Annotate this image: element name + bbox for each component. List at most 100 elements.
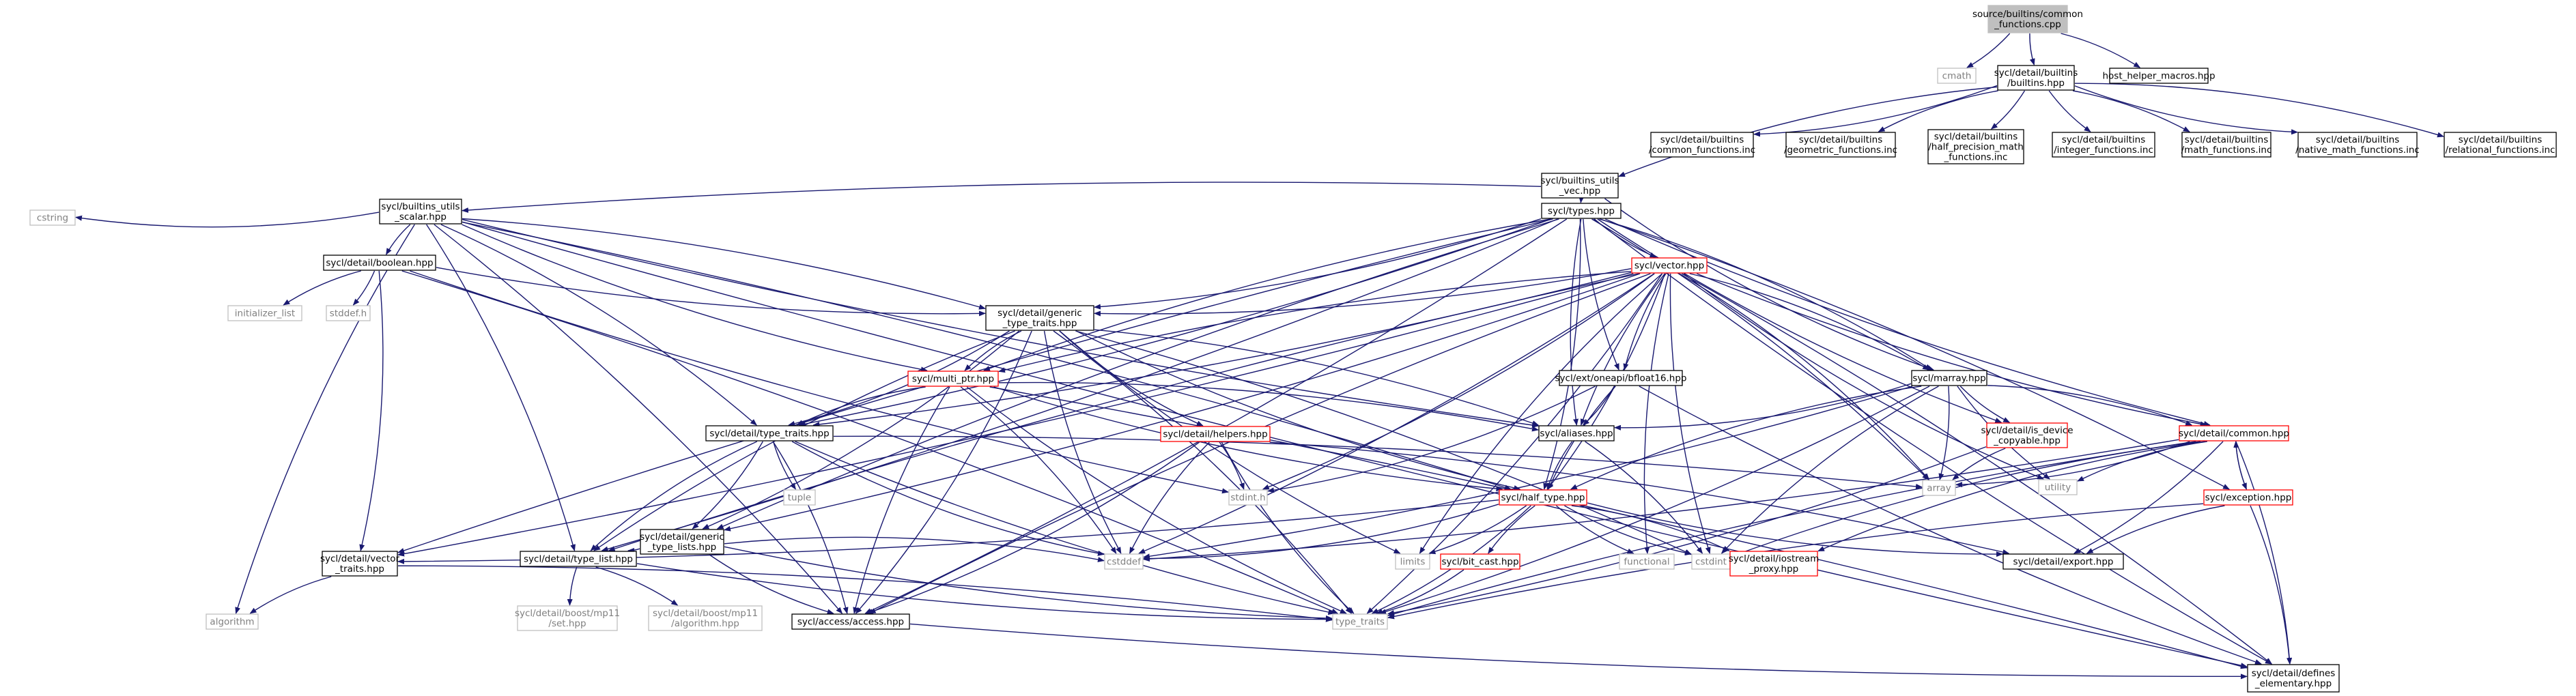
node-label-geom_inc-0: sycl/detail/builtins bbox=[1799, 134, 1883, 145]
node-label-common_inc-0: sycl/detail/builtins bbox=[1660, 134, 1744, 145]
edge-helpers-to-export bbox=[1269, 441, 2010, 555]
edge-root-to-host_helper bbox=[2061, 33, 2141, 68]
node-box-marray bbox=[1911, 370, 1987, 386]
node-mp11_alg[interactable]: sycl/detail/boost/mp11/algorithm.hpp bbox=[648, 605, 763, 631]
edge-generic_traits-to-generic_lists bbox=[702, 330, 1020, 530]
edge-boolean-to-generic_traits bbox=[436, 267, 986, 317]
edge-vector-to-generic_traits bbox=[1094, 267, 1632, 317]
node-label-cstddef-0: cstddef bbox=[1107, 557, 1142, 568]
edge-builtins-to-int_inc bbox=[2048, 90, 2091, 132]
node-limits[interactable]: limits bbox=[1395, 553, 1430, 570]
node-half_inc[interactable]: sycl/detail/builtins/half_precision_math… bbox=[1927, 129, 2024, 164]
node-vector[interactable]: sycl/vector.hpp bbox=[1631, 257, 1708, 274]
node-rel_inc[interactable]: sycl/detail/builtins/relational_function… bbox=[2444, 132, 2557, 158]
node-type_traits_hpp[interactable]: sycl/detail/type_traits.hpp bbox=[705, 425, 834, 441]
node-stddef[interactable]: stddef.h bbox=[326, 305, 371, 321]
edge-helpers-to-type_traits_std bbox=[1221, 441, 1355, 614]
node-box-stddef bbox=[326, 305, 371, 321]
edge-utils_scalar-to-generic_traits bbox=[462, 218, 986, 310]
node-utility[interactable]: utility bbox=[2038, 479, 2078, 495]
node-export[interactable]: sycl/detail/export.hpp bbox=[2002, 553, 2124, 570]
node-defines[interactable]: sycl/detail/defines_elementary.hpp bbox=[2247, 664, 2340, 693]
node-label-defines-0: sycl/detail/defines bbox=[2252, 668, 2336, 679]
node-label-vector-0: sycl/vector.hpp bbox=[1634, 261, 1704, 272]
node-geom_inc[interactable]: sycl/detail/builtins/geometric_functions… bbox=[1784, 132, 1897, 158]
edge-common_hpp-to-array bbox=[1955, 441, 2190, 488]
node-label-half_inc-1: /half_precision_math bbox=[1928, 142, 2024, 153]
edge-vector-to-aliases bbox=[1580, 273, 1665, 426]
node-label-geom_inc-1: /geometric_functions.inc bbox=[1784, 145, 1897, 156]
node-types[interactable]: sycl/types.hpp bbox=[1541, 203, 1622, 219]
node-iostream_proxy[interactable]: sycl/detail/iostream_proxy.hpp bbox=[1729, 551, 1820, 577]
node-array[interactable]: array bbox=[1922, 480, 1956, 496]
edge-utils_scalar-to-aliases bbox=[462, 219, 1539, 428]
node-label-root-1: _functions.cpp bbox=[1994, 19, 2061, 30]
node-host_helper[interactable]: host_helper_macros.hpp bbox=[2102, 68, 2216, 84]
node-cstddef[interactable]: cstddef bbox=[1104, 553, 1144, 570]
edge-builtins-to-half_inc bbox=[1990, 90, 2026, 130]
node-bit_cast[interactable]: sycl/bit_cast.hpp bbox=[1440, 553, 1520, 570]
node-vector_traits[interactable]: sycl/detail/vector_traits.hpp bbox=[320, 551, 400, 577]
node-box-multi_ptr bbox=[907, 371, 999, 387]
node-generic_traits[interactable]: sycl/detail/generic_type_traits.hpp bbox=[985, 305, 1094, 331]
node-native_inc[interactable]: sycl/detail/builtins/native_math_functio… bbox=[2295, 132, 2420, 158]
node-cmath[interactable]: cmath bbox=[1937, 68, 1977, 84]
node-math_inc[interactable]: sycl/detail/builtins/math_functions.inc bbox=[2181, 132, 2272, 158]
node-label-native_inc-1: /native_math_functions.inc bbox=[2295, 145, 2420, 156]
node-box-int_inc bbox=[2052, 132, 2155, 158]
node-half_type[interactable]: sycl/half_type.hpp bbox=[1499, 489, 1587, 506]
node-functional[interactable]: functional bbox=[1619, 553, 1675, 570]
node-root[interactable]: source/builtins/common_functions.cpp bbox=[1972, 5, 2083, 33]
edge-common_hpp-to-cstdint bbox=[1730, 441, 2201, 557]
node-label-tuple-0: tuple bbox=[788, 493, 811, 504]
node-box-geom_inc bbox=[1785, 132, 1896, 158]
node-label-int_inc-1: /integer_functions.inc bbox=[2054, 145, 2153, 156]
node-common_inc[interactable]: sycl/detail/builtins/common_functions.in… bbox=[1649, 132, 1755, 158]
node-init_list[interactable]: initializer_list bbox=[227, 305, 302, 321]
node-cstdint[interactable]: cstdint bbox=[1691, 553, 1731, 570]
node-algorithm[interactable]: algorithm bbox=[206, 613, 259, 630]
node-box-stdint bbox=[1228, 489, 1268, 506]
node-common_hpp[interactable]: sycl/detail/common.hpp bbox=[2179, 425, 2289, 441]
node-box-type_list bbox=[520, 551, 637, 567]
node-box-rel_inc bbox=[2444, 132, 2557, 158]
edge-exception-to-defines bbox=[2250, 505, 2292, 665]
edge-types-to-common_hpp bbox=[1604, 218, 2211, 426]
node-cstring[interactable]: cstring bbox=[29, 209, 76, 226]
node-bfloat16[interactable]: sycl/ext/oneapi/bfloat16.hpp bbox=[1555, 370, 1687, 386]
node-utils_scalar[interactable]: sycl/builtins_utils_scalar.hpp bbox=[379, 199, 462, 224]
node-access[interactable]: sycl/access/access.hpp bbox=[791, 613, 910, 630]
node-stdint[interactable]: stdint.h bbox=[1228, 489, 1268, 506]
node-box-bit_cast bbox=[1440, 553, 1520, 570]
node-label-functional-0: functional bbox=[1624, 557, 1669, 568]
edge-builtins-to-utils_vec bbox=[1618, 86, 1998, 177]
node-type_traits_std[interactable]: type_traits bbox=[1332, 613, 1388, 630]
node-exception[interactable]: sycl/exception.hpp bbox=[2203, 489, 2293, 506]
edge-builtins-to-common_inc bbox=[1753, 85, 1998, 137]
node-aliases[interactable]: sycl/aliases.hpp bbox=[1538, 425, 1615, 441]
node-generic_lists[interactable]: sycl/detail/generic_type_lists.hpp bbox=[640, 529, 724, 555]
node-utils_vec[interactable]: sycl/builtins_utils_vec.hpp bbox=[1540, 173, 1619, 199]
edge-half_type-to-functional bbox=[1555, 505, 1634, 554]
node-tuple[interactable]: tuple bbox=[783, 489, 816, 506]
edge-utils_scalar-to-defines bbox=[462, 221, 2248, 669]
edge-vector-to-common_hpp bbox=[1697, 273, 2207, 427]
node-multi_ptr[interactable]: sycl/multi_ptr.hpp bbox=[907, 371, 999, 387]
node-int_inc[interactable]: sycl/detail/builtins/integer_functions.i… bbox=[2052, 132, 2155, 158]
node-box-builtins bbox=[1997, 65, 2075, 91]
node-box-host_helper bbox=[2109, 68, 2209, 84]
node-label-utils_vec-0: sycl/builtins_utils bbox=[1540, 175, 1619, 186]
node-label-iostream_proxy-1: _proxy.hpp bbox=[1749, 564, 1798, 575]
node-builtins[interactable]: sycl/detail/builtins/builtins.hpp bbox=[1994, 65, 2078, 91]
node-type_list[interactable]: sycl/detail/type_list.hpp bbox=[520, 551, 637, 567]
node-marray[interactable]: sycl/marray.hpp bbox=[1911, 370, 1987, 386]
node-boolean[interactable]: sycl/detail/boolean.hpp bbox=[323, 255, 436, 271]
edge-type_list-to-mp11_alg bbox=[595, 566, 679, 606]
node-label-half_type-0: sycl/half_type.hpp bbox=[1501, 493, 1585, 504]
edge-types-to-is_dev_copyable bbox=[1597, 218, 2002, 423]
node-helpers[interactable]: sycl/detail/helpers.hpp bbox=[1160, 426, 1271, 442]
node-is_dev_copyable[interactable]: sycl/detail/is_device_copyable.hpp bbox=[1981, 422, 2073, 448]
edge-generic_traits-to-type_traits_hpp bbox=[788, 330, 1010, 426]
edge-multi_ptr-to-access bbox=[853, 386, 950, 614]
node-mp11_set[interactable]: sycl/detail/boost/mp11/set.hpp bbox=[515, 605, 620, 631]
